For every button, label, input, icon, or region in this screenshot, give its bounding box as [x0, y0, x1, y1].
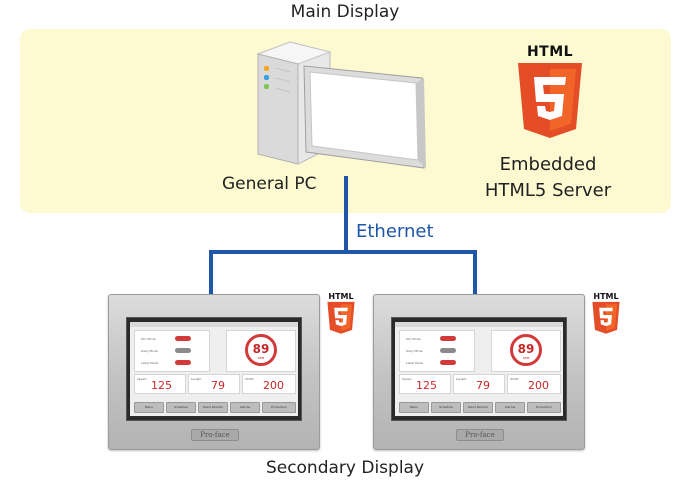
embedded-label-line2: HTML5 Server [484, 180, 612, 201]
ethernet-line-right [473, 250, 477, 296]
html5-logo-icon: HTML [510, 44, 590, 141]
secondary-display-hmi-2: PLC Mode Daily Mode Label Mode 89 RPM Sp… [373, 294, 585, 450]
gauge: 89 RPM [245, 334, 277, 366]
brand-plate: Pro-face [456, 429, 504, 441]
general-pc-label: General PC [222, 174, 317, 194]
hmi-screen: PLC Mode Daily Mode Label Mode 89 RPM Sp… [126, 317, 302, 421]
html5-word: HTML [526, 44, 574, 60]
secondary-display-label: Secondary Display [265, 458, 425, 478]
ethernet-line-left [209, 250, 213, 296]
general-pc-icon [256, 41, 426, 169]
secondary-display-hmi-1: PLC Mode Daily Mode Label Mode 89 RPM Sp… [108, 294, 320, 450]
embedded-label-line1: Embedded [499, 154, 597, 175]
html5-badge-icon: HTML [324, 292, 358, 335]
html5-badge-icon: HTML [589, 292, 623, 335]
ethernet-label: Ethernet [356, 221, 434, 242]
hmi-screen: PLC Mode Daily Mode Label Mode 89 RPM Sp… [391, 317, 567, 421]
brand-plate: Pro-face [191, 429, 239, 441]
gauge: 89 RPM [510, 334, 542, 366]
ethernet-line-horizontal [209, 250, 477, 254]
ethernet-line-vertical [344, 176, 348, 252]
main-display-title: Main Display [290, 2, 400, 22]
